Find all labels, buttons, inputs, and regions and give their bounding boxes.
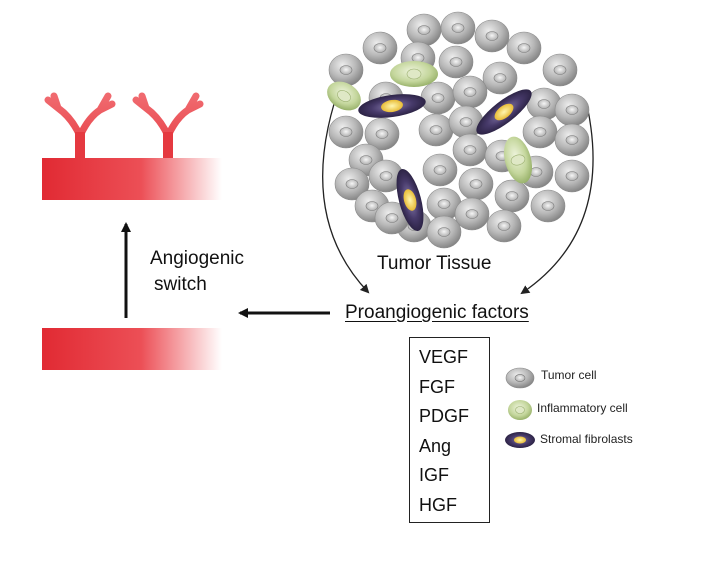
tumor-cell — [474, 19, 510, 53]
factor-item: VEGF — [419, 347, 469, 367]
tumor-right-curve-arrow — [520, 109, 594, 295]
tumor-left-curve-arrow — [322, 103, 370, 294]
stromal-fibroblast — [358, 94, 426, 118]
stromal-fibroblast — [476, 89, 532, 135]
vessel-branch-right — [132, 92, 204, 164]
stromal-fibroblast-icon — [505, 432, 535, 448]
vessel-tube-lower — [42, 328, 222, 370]
tumor-cell — [438, 45, 474, 79]
switch-label-line-2: switch — [154, 274, 207, 295]
tumor-cell — [482, 61, 518, 95]
inflammatory-cell — [327, 81, 361, 111]
inflammatory-cell-icon — [508, 400, 532, 420]
tumor-cell — [452, 75, 488, 109]
tumor-cell — [554, 159, 590, 193]
tumor-cell — [486, 209, 522, 243]
factor-item: IGF — [419, 465, 449, 485]
inflammatory-cell — [390, 61, 438, 87]
angiogenic-switch-label: Angiogenic switch — [150, 246, 244, 298]
tumor-cell — [448, 105, 484, 139]
tumor-cell — [368, 159, 404, 193]
tumor-cell — [328, 53, 364, 87]
tumor-cell — [452, 133, 488, 167]
tumor-cell — [494, 179, 530, 213]
tumor-cell — [364, 117, 400, 151]
tumor-cell — [554, 123, 590, 157]
vessel-tube-upper — [42, 158, 222, 200]
factor-item: Ang — [419, 435, 452, 456]
tumor-cell — [420, 81, 456, 115]
tumor-cell — [374, 201, 410, 235]
tumor-cell — [522, 115, 558, 149]
proangiogenic-factors-title: Proangiogenic factors — [345, 302, 529, 323]
tumor-cell — [362, 31, 398, 65]
tumor-cell — [458, 167, 494, 201]
inflammatory-cell — [503, 136, 533, 184]
tumor-cell — [542, 53, 578, 87]
tumor-cell — [406, 13, 442, 47]
factor-item: PDGF — [419, 406, 470, 426]
legend — [505, 367, 535, 448]
tumor-cell — [426, 215, 462, 249]
tumor-cell — [554, 93, 590, 127]
tumor-cell — [440, 11, 476, 45]
tumor-cell — [506, 31, 542, 65]
tumor-tissue-label: Tumor Tissue — [377, 253, 492, 274]
stromal-fibroblast — [396, 168, 424, 232]
tumor-cell — [530, 189, 566, 223]
legend-label-inflammatory-cell: Inflammatory cell — [537, 401, 628, 415]
tumor-cell — [328, 115, 364, 149]
sprouting-vessel — [42, 92, 222, 200]
switch-label-line-1: Angiogenic — [150, 248, 245, 269]
tumor-cell — [334, 167, 370, 201]
tumor-cell — [418, 113, 454, 147]
tumor-cell-icon — [505, 367, 535, 389]
tumor-tissue-cluster — [327, 11, 590, 249]
legend-label-tumor-cell: Tumor cell — [541, 368, 597, 382]
factor-item: HGF — [419, 494, 457, 515]
factor-item: FGF — [419, 376, 455, 397]
vessel-branch-left — [44, 92, 116, 164]
factors-list-box: VEGF FGF PDGF Ang IGF HGF — [409, 337, 490, 523]
legend-label-stromal-fibroblasts: Stromal fibrolasts — [540, 432, 633, 446]
tumor-cell — [422, 153, 458, 187]
tumor-cell — [454, 197, 490, 231]
